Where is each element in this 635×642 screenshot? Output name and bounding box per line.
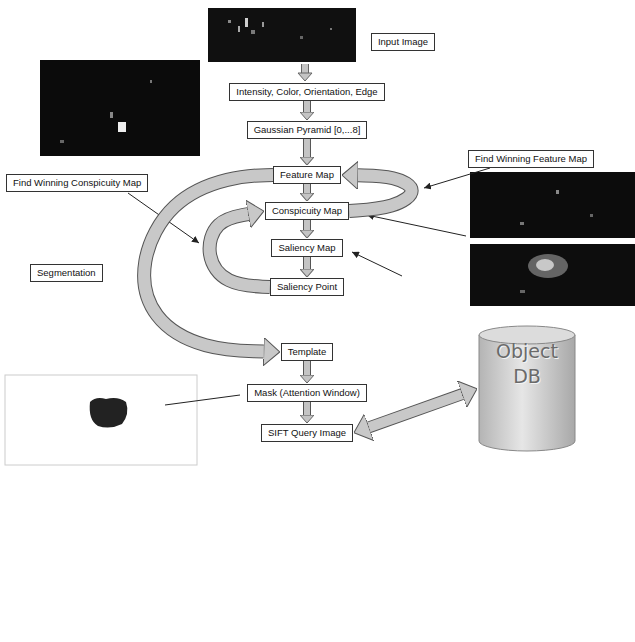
flow-arrow <box>306 184 307 193</box>
process-box: Gaussian Pyramid [0,...8] <box>247 121 368 139</box>
block-arrow <box>144 175 273 352</box>
box-label: Find Winning Conspicuity Map <box>13 177 141 189</box>
arrow-outline <box>303 184 311 193</box>
speckle <box>110 112 113 118</box>
process-box: Segmentation <box>30 264 103 282</box>
flow-arrow <box>306 257 307 269</box>
speckle <box>228 20 231 23</box>
mask-thumbnail <box>5 375 197 465</box>
speckle <box>520 290 525 293</box>
box-label: Mask (Attention Window) <box>254 387 360 399</box>
leader-line <box>165 395 240 405</box>
feature-thumbnail <box>40 60 200 156</box>
speckle <box>330 28 332 30</box>
process-box: Find Winning Conspicuity Map <box>6 174 148 192</box>
down-arrow-head <box>298 73 312 81</box>
box-label: Saliency Point <box>277 281 337 293</box>
input-image-thumbnail <box>208 8 356 62</box>
flow-arrow <box>306 220 307 230</box>
block-arrow <box>349 175 412 211</box>
arrow-outline <box>369 394 462 427</box>
down-arrow-body <box>302 64 308 73</box>
box-label: Find Winning Feature Map <box>475 153 587 165</box>
arrow-body <box>304 220 310 230</box>
thumbnail-ground <box>5 375 197 465</box>
thumbnail-ground <box>470 172 635 238</box>
database-label: Object DB <box>478 325 576 388</box>
arrow-outline <box>349 175 412 211</box>
arrow-body <box>304 139 310 157</box>
speckle <box>150 80 152 83</box>
arrow-outline <box>303 257 311 269</box>
process-box: Feature Map <box>273 166 341 184</box>
flow-arrow <box>306 139 307 157</box>
arrow-body <box>369 394 462 427</box>
arrow-body <box>304 402 310 415</box>
block-arrow <box>369 394 462 427</box>
speckle <box>520 222 524 225</box>
arrow-body <box>304 184 310 193</box>
arrow-body <box>304 361 310 375</box>
arrow-outline <box>303 361 311 375</box>
box-label: Feature Map <box>280 169 334 181</box>
arrow-body <box>349 175 412 211</box>
thumbnail-ground <box>470 244 635 306</box>
flow-arrow <box>306 101 307 112</box>
thumbnail-ground <box>208 8 356 62</box>
process-box: Saliency Point <box>270 278 344 296</box>
box-label: SIFT Query Image <box>268 427 346 439</box>
arrow-outline <box>303 139 311 157</box>
speckle <box>300 36 303 39</box>
arrow-outline <box>210 214 270 287</box>
speckle <box>238 26 240 32</box>
speckle <box>251 30 255 34</box>
conspicuity-map-thumbnail <box>470 244 635 306</box>
arrow-outline <box>144 175 273 352</box>
process-box: Conspicuity Map <box>265 202 349 220</box>
process-box: Saliency Map <box>271 239 342 257</box>
process-box: SIFT Query Image <box>261 424 353 442</box>
flow-arrow <box>307 402 308 415</box>
process-box: Mask (Attention Window) <box>247 384 367 402</box>
box-label: Conspicuity Map <box>272 205 342 217</box>
flow-arrow <box>307 361 308 375</box>
mask-blob <box>90 398 128 428</box>
leader-line <box>367 215 466 236</box>
leader-line <box>424 168 490 188</box>
box-label: Input Image <box>378 36 428 48</box>
arrow-body <box>304 257 310 269</box>
process-box: Intensity, Color, Orientation, Edge <box>229 83 384 101</box>
speckle <box>118 122 126 132</box>
speckle <box>60 140 64 143</box>
process-box: Find Winning Feature Map <box>468 150 594 168</box>
speckle <box>262 22 264 27</box>
thumbnail-ground <box>40 60 200 156</box>
box-label: Segmentation <box>37 267 96 279</box>
arrow-outline <box>303 101 311 112</box>
speckle <box>556 190 559 194</box>
database-cylinder: Object DB <box>478 325 576 452</box>
arrow-body <box>210 214 270 287</box>
speckle <box>590 214 593 217</box>
arrow-outline <box>303 220 311 230</box>
box-label: Gaussian Pyramid [0,...8] <box>254 124 361 136</box>
box-label: Saliency Map <box>278 242 335 254</box>
speckle <box>245 18 248 27</box>
feature-map-thumbnail <box>470 172 635 238</box>
box-label: Intensity, Color, Orientation, Edge <box>236 86 377 98</box>
block-arrow <box>210 214 270 287</box>
arrow-body <box>304 101 310 112</box>
process-box: Input Image <box>371 33 435 51</box>
blob <box>536 259 554 271</box>
process-box: Template <box>281 343 334 361</box>
blob <box>528 254 568 278</box>
arrow-outline <box>303 402 311 415</box>
leader-line <box>352 252 402 276</box>
box-label: Template <box>288 346 327 358</box>
down-arrow-outline <box>301 64 309 73</box>
arrow-body <box>144 175 273 352</box>
